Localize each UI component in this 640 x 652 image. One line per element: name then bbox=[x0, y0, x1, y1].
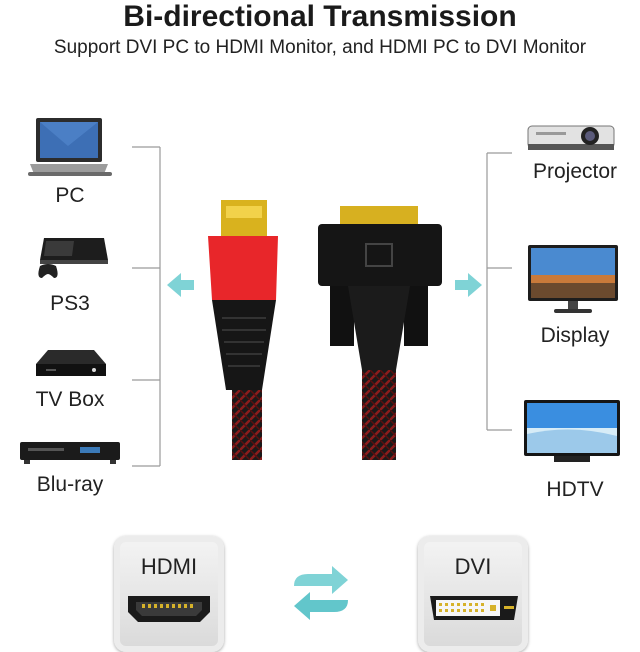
dvi-port-icon bbox=[430, 596, 518, 620]
game-console-icon bbox=[38, 238, 108, 278]
device-label-display: Display bbox=[540, 324, 610, 347]
laptop-icon bbox=[28, 118, 112, 176]
device-label-projector: Projector bbox=[532, 160, 618, 183]
hdmi-port-label: HDMI bbox=[140, 554, 198, 579]
swap-arrows-icon bbox=[294, 566, 348, 620]
device-label-pc: PC bbox=[55, 184, 85, 207]
device-label-blu-ray: Blu-ray bbox=[36, 473, 104, 496]
tv-box-icon bbox=[36, 350, 106, 376]
dvi-port-label: DVI bbox=[454, 554, 492, 579]
hdmi-port-icon bbox=[128, 596, 210, 622]
device-label-hdtv: HDTV bbox=[546, 478, 604, 501]
monitor-icon bbox=[528, 245, 618, 313]
left-arrow-icon bbox=[167, 273, 194, 297]
dvi-port-box: DVI bbox=[418, 536, 528, 652]
hdtv-icon bbox=[524, 400, 620, 462]
blu-ray-player-icon bbox=[20, 442, 120, 464]
right-arrow-icon bbox=[455, 273, 482, 297]
device-label-tv-box: TV Box bbox=[35, 388, 105, 411]
hdmi-port-box: HDMI bbox=[114, 536, 224, 652]
device-label-ps3: PS3 bbox=[50, 292, 90, 315]
page-title: Bi-directional Transmission bbox=[123, 0, 517, 33]
page-subtitle: Support DVI PC to HDMI Monitor, and HDMI… bbox=[53, 37, 587, 58]
projector-icon bbox=[527, 125, 615, 150]
